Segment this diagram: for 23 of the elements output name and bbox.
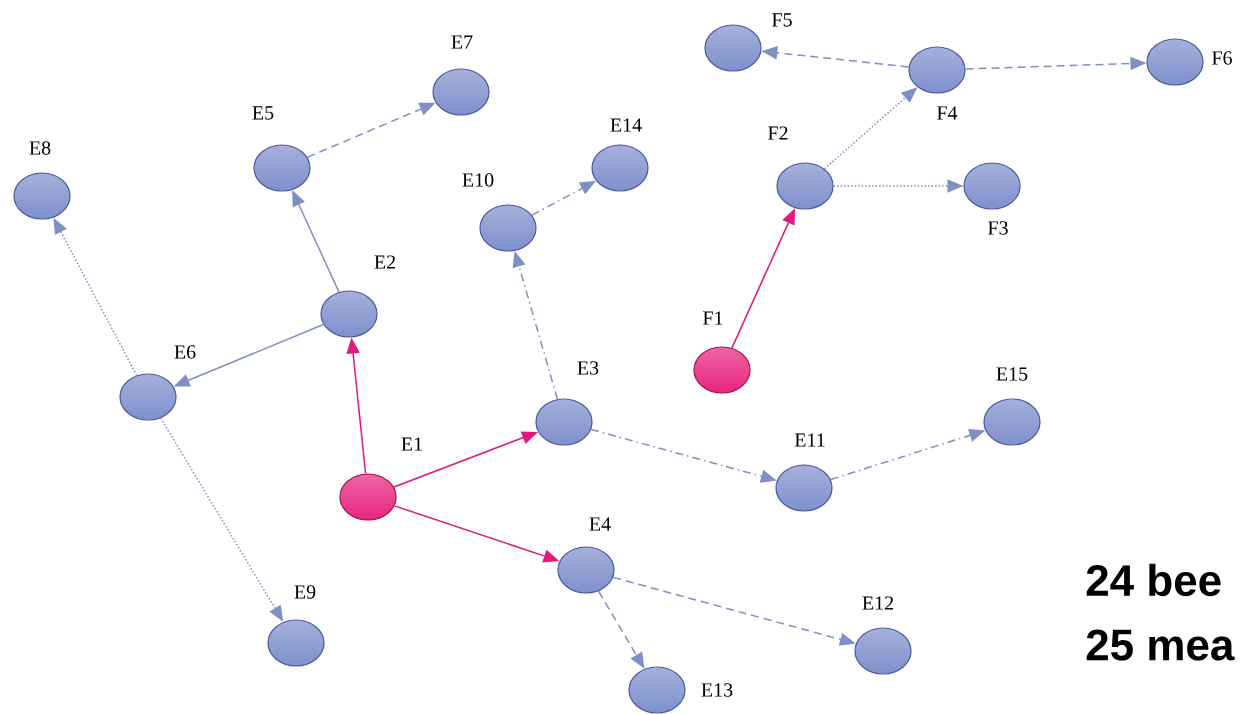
node-label: E13 <box>701 683 733 697</box>
node-label: E11 <box>794 433 825 447</box>
node-label: E6 <box>174 345 196 359</box>
node-label: F3 <box>988 221 1008 235</box>
node-label: E9 <box>294 585 316 599</box>
node-label: E5 <box>252 106 274 120</box>
node-label: E10 <box>462 173 494 187</box>
node-label: E4 <box>589 517 611 531</box>
node-label: E15 <box>996 367 1028 381</box>
node-label: E7 <box>451 35 473 49</box>
node-label: E8 <box>29 141 51 155</box>
node-label: E2 <box>374 255 395 269</box>
node-label: F2 <box>768 126 788 140</box>
node-label: F5 <box>772 13 792 27</box>
node-label: F6 <box>1212 51 1232 65</box>
note-text: 24 bee <box>1086 563 1221 597</box>
node-label: F1 <box>703 311 723 325</box>
node-label: F4 <box>937 106 958 120</box>
node-label: E12 <box>862 596 893 610</box>
node-label: E1 <box>401 437 422 451</box>
note-text: 25 mea <box>1086 629 1235 661</box>
node-label: E14 <box>610 118 642 132</box>
node-label: E3 <box>577 361 599 375</box>
